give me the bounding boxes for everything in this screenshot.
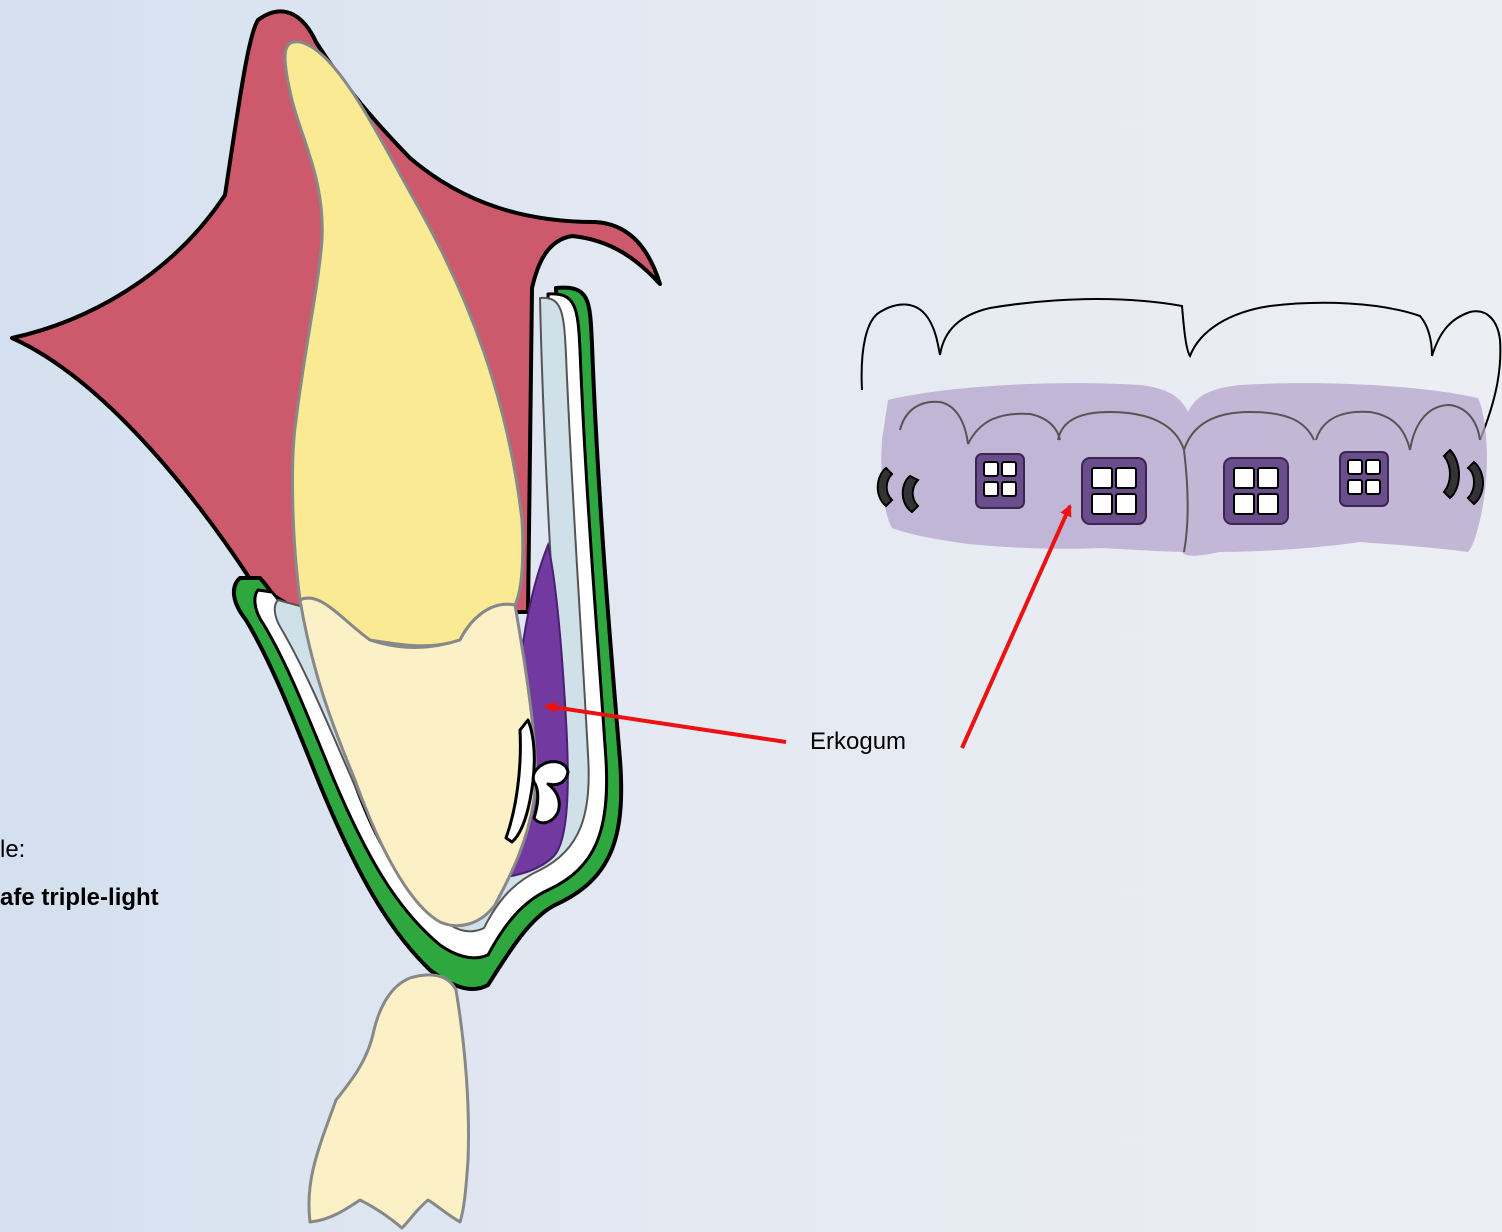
tooth-cross-section bbox=[12, 11, 660, 1228]
bracket-icon bbox=[1224, 458, 1288, 524]
bracket-icon bbox=[976, 454, 1024, 508]
bracket-icon bbox=[1340, 452, 1388, 506]
caption-line-2: afe triple-light bbox=[0, 884, 159, 912]
caption-line-1: le: bbox=[0, 836, 25, 864]
dental-arch-illustration bbox=[862, 299, 1501, 556]
opposing-tooth bbox=[309, 975, 469, 1228]
bracket-icon bbox=[1082, 458, 1146, 524]
product-label: Erkogum bbox=[810, 728, 906, 756]
aligner-tray bbox=[881, 383, 1487, 556]
